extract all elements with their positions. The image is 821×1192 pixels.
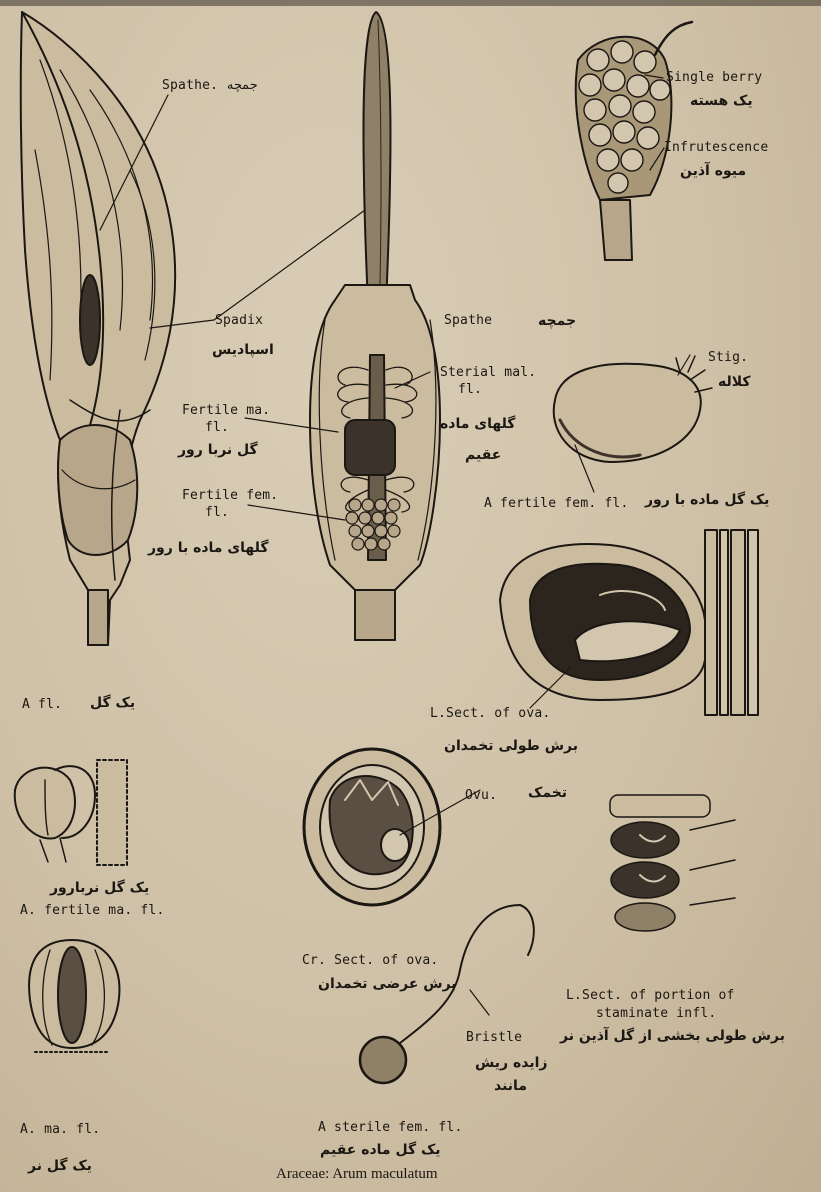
label-fertile-fem-2: fl. (205, 505, 229, 520)
label-spadix-fa: اسپادیس (212, 342, 274, 358)
label-infrutescence-fa: میوه آذین (680, 163, 746, 179)
label-spathe-top: Spathe. جمچه (162, 78, 258, 93)
label-fertile-ma-fa: گل نربا رور (178, 442, 258, 458)
fertile-male-flower-drawing (15, 760, 127, 865)
label-sterial-mal-fa: گلهای ماده (440, 416, 515, 432)
label-sterial-mal-2: fl. (458, 382, 482, 397)
label-bristle: Bristle (466, 1030, 522, 1045)
male-flower-drawing (29, 940, 119, 1052)
label-l-sect-ova: L.Sect. of ova. (430, 706, 550, 721)
label-cr-sect-ova-fa: برش عرضی تخمدان (318, 976, 457, 992)
label-cr-sect-ova: Cr. Sect. of ova. (302, 953, 438, 968)
label-sterial-mal-fa-2: عقیم (465, 447, 501, 463)
label-l-sect-portion-2: staminate infl. (596, 1006, 716, 1021)
label-fertile-ma-small-fa: یک گل نربارور (50, 880, 149, 896)
label-a-sterile-fem: A sterile fem. fl. (318, 1120, 462, 1135)
label-single-berry: Single berry (666, 70, 762, 85)
label-ovu-fa: تخمک (528, 785, 567, 801)
label-spathe-mid: Spathe (444, 313, 492, 328)
ovary-cross-section-drawing (304, 749, 440, 905)
label-bristle-fa: زایده ریش (475, 1055, 547, 1071)
label-a-fertile-fem-fa: یک گل ماده با رور (645, 492, 769, 508)
label-fertile-fem-fa: گلهای ماده با رور (148, 540, 269, 556)
label-ovu: Ovu. (465, 788, 497, 803)
label-sterial-mal: Sterial mal. (440, 365, 536, 380)
label-bristle-fa-2: مانند (494, 1078, 527, 1094)
label-a-fertile-fem: A fertile fem. fl. (484, 496, 628, 511)
spadix-section-drawing (310, 12, 440, 640)
label-single-berry-fa: یک هسته (690, 93, 753, 109)
label-spadix: Spadix (215, 313, 263, 328)
label-stig: Stig. (708, 350, 748, 365)
label-stig-fa: کلاله (718, 374, 751, 390)
label-l-sect-ova-fa: برش طولی تخمدان (444, 738, 578, 754)
label-fertile-fem: Fertile fem. (182, 488, 278, 503)
label-infrutescence: Infrutescence (664, 140, 768, 155)
label-a-ma-fl-fa: یک گل نر (28, 1158, 92, 1174)
label-fertile-ma: Fertile ma. (182, 403, 270, 418)
figure-caption: Araceae: Arum maculatum (276, 1166, 438, 1183)
label-fertile-ma-2: fl. (205, 420, 229, 435)
label-a-sterile-fem-fa: یک گل ماده عقیم (320, 1142, 441, 1158)
label-l-sect-portion-fa: برش طولی بخشی از گل آذین نر (560, 1028, 785, 1044)
label-a-ma-fl: A. ma. fl. (20, 1122, 100, 1137)
ovary-longitudinal-section-drawing (500, 530, 758, 715)
staminate-section-drawing (610, 795, 735, 931)
label-l-sect-portion: L.Sect. of portion of (566, 988, 735, 1003)
label-fertile-ma-small: A. fertile ma. fl. (20, 903, 164, 918)
label-spathe-mid-fa: جمچه (538, 313, 576, 329)
label-a-fl-fa: یک گل (90, 695, 135, 711)
label-a-fl: A fl. (22, 697, 62, 712)
fertile-female-flower-drawing (554, 356, 712, 462)
